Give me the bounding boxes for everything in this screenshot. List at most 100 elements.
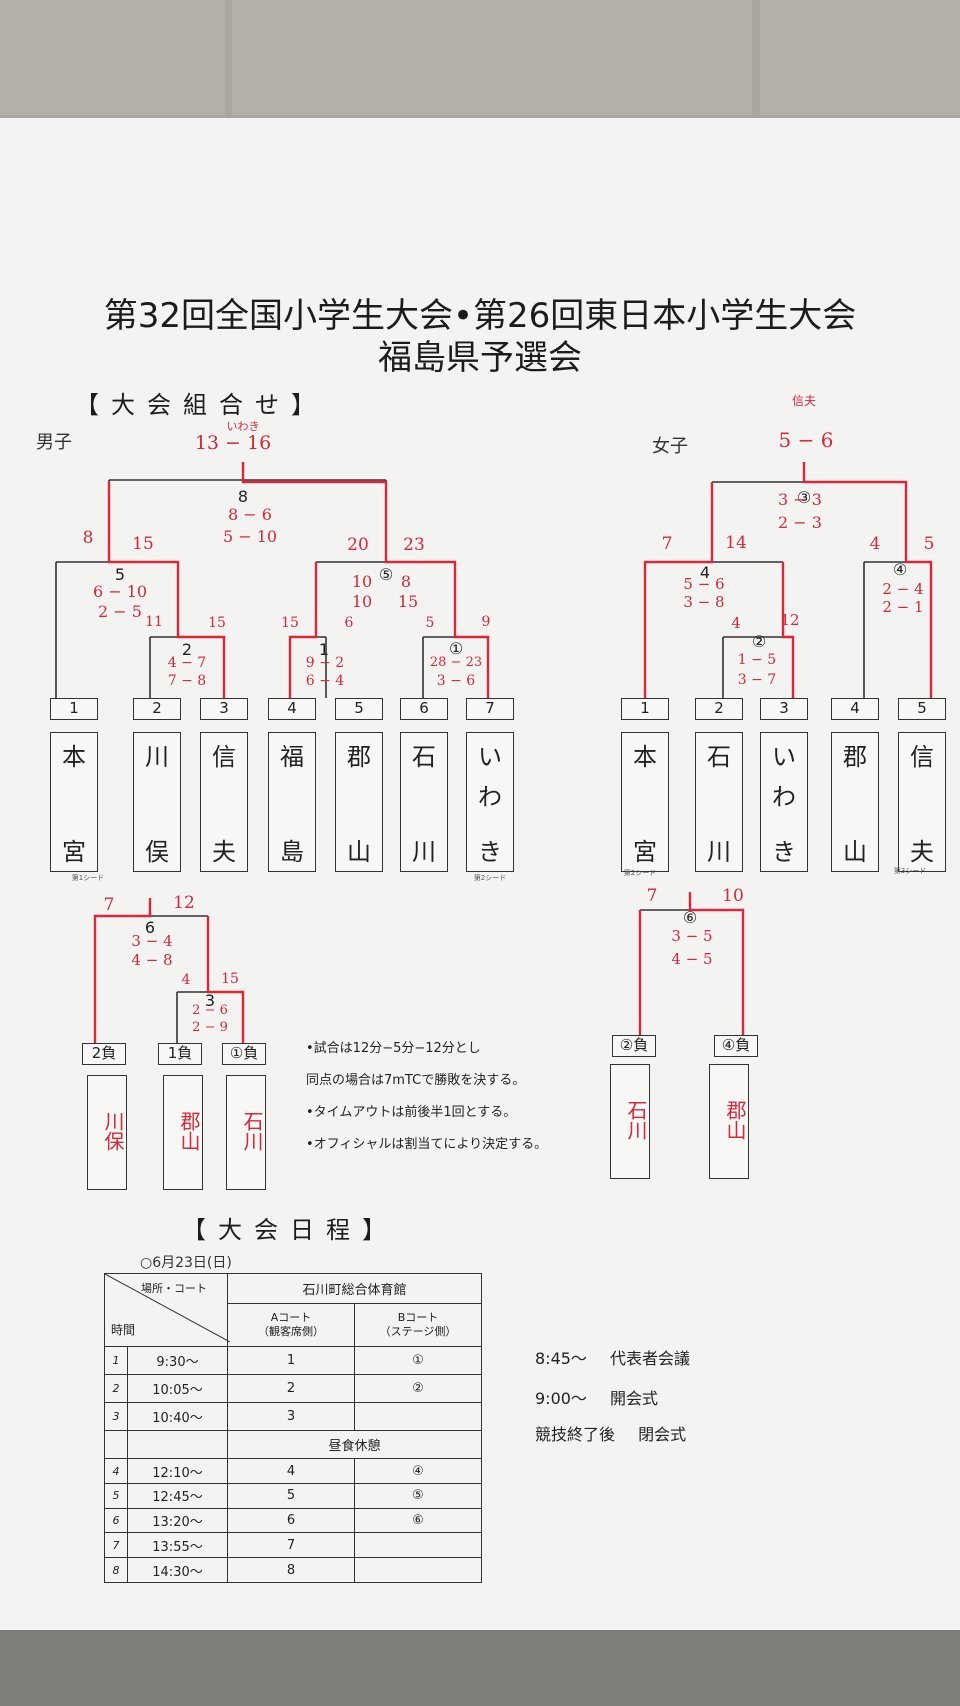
girls-semi-left-half2: 3 − 8 — [683, 593, 725, 611]
team-char-top: 福 — [280, 743, 304, 771]
girls-semi-right-total-r: 5 — [923, 534, 935, 554]
boys-loser-slot-2: 1負 — [158, 1043, 202, 1065]
court-b: Bコート — [397, 1311, 439, 1325]
girls-team-3: い わ き — [760, 732, 808, 872]
girls-loser-slot-2: ④負 — [714, 1035, 758, 1057]
boys-loser-final-number: 6 — [144, 918, 156, 937]
boys-loser-final-half1: 3 − 4 — [131, 932, 173, 950]
boys-slot-6: 6 — [400, 698, 448, 720]
team-char-bottom: 宮 — [62, 838, 86, 866]
schedule-date: ○6月23日(日) — [140, 1255, 232, 1271]
event-time: 8:45〜 — [535, 1349, 587, 1368]
boys-final-total: 13 − 16 — [194, 432, 272, 454]
team-char-top: い — [478, 743, 502, 771]
boys-team-4: 福 島 — [268, 732, 316, 872]
boys-loser-semi-total-l: 4 — [181, 972, 191, 988]
boys-team-7: い わ き — [466, 732, 514, 872]
row-time: 12:10〜 — [127, 1458, 228, 1484]
team-name: 川保 — [101, 1111, 125, 1151]
girls-semi-right-number: ④ — [892, 560, 908, 579]
boys-team-2: 川 俣 — [133, 732, 181, 872]
team-char-top: 信 — [910, 743, 934, 771]
boys-q1-half2: 6 − 4 — [305, 673, 345, 689]
boys-final-half2: 5 − 10 — [222, 527, 278, 546]
rules-note-3: •タイムアウトは前後半1回とする。 — [306, 1105, 517, 1120]
boys-label: 男子 — [36, 432, 72, 453]
row-court-a: 4 — [227, 1458, 355, 1484]
girls-semi-left-half1: 5 − 6 — [683, 575, 725, 593]
row-court-a: 5 — [227, 1482, 355, 1509]
header-corner-cell: 場所・コート 時間 — [104, 1272, 230, 1348]
girls-seed3-label: 第3シード — [893, 867, 927, 875]
boys-semi-left-number: 5 — [114, 565, 126, 584]
event-name: 閉会式 — [638, 1425, 687, 1444]
boys-q2-half1: 4 − 7 — [167, 655, 207, 671]
boys-semi-left-half1: 6 − 10 — [92, 582, 148, 601]
girls-final-total: 5 − 6 — [778, 428, 834, 452]
event-name: 開会式 — [610, 1389, 659, 1408]
boys-q1c-total-r: 9 — [481, 614, 491, 630]
team-name: 郡山 — [177, 1111, 201, 1151]
row-court-b — [354, 1402, 482, 1432]
team-char-top: 信 — [212, 743, 236, 771]
court-b-sub: （ステージ側） — [379, 1325, 457, 1339]
row-no: 6 — [104, 1507, 128, 1534]
boys-loser-semi-half2: 2 − 9 — [192, 1020, 228, 1035]
boys-loser-semi-total-r: 15 — [221, 971, 239, 987]
girls-loser-team-2: 郡山 — [709, 1064, 749, 1179]
boys-semi-left-total-l: 8 — [82, 528, 94, 548]
girls-final-half2: 2 − 3 — [778, 513, 822, 532]
row-no: 8 — [104, 1557, 128, 1583]
girls-semi-right-half2: 2 − 1 — [882, 598, 924, 616]
boys-semi-right-b2: 15 — [397, 592, 419, 611]
boys-q1c-total-l: 5 — [425, 615, 435, 631]
team-char-top: 石 — [412, 743, 436, 771]
row-court-a: 3 — [227, 1402, 355, 1432]
boys-semi-left-half2: 2 − 5 — [98, 602, 142, 621]
boys-semi-right-number: ⑤ — [378, 565, 394, 584]
girls-seed2-label: 第2シード — [623, 869, 657, 877]
boys-loser-team-3: 石川 — [226, 1075, 266, 1190]
girls-team-1: 本 宮 — [621, 732, 669, 872]
schedule-heading: 【大会日程】 — [182, 1216, 398, 1244]
event-time: 9:00〜 — [535, 1389, 587, 1408]
row-court-a: 1 — [227, 1346, 355, 1376]
boys-q2-total-l: 11 — [145, 614, 163, 630]
court-a: Aコート — [270, 1311, 312, 1325]
team-name: 郡山 — [723, 1100, 747, 1140]
row-court-a: 7 — [227, 1532, 355, 1559]
court-b-cell: Bコート（ステージ側） — [354, 1303, 482, 1348]
row-no: 2 — [104, 1374, 128, 1404]
girls-team-4: 郡 山 — [831, 732, 879, 872]
boys-q2-half2: 7 − 8 — [167, 673, 207, 689]
girls-loser-final-half1: 3 − 5 — [671, 927, 713, 945]
row-court-b: ⑥ — [354, 1507, 482, 1534]
girls-loser-final-half2: 4 − 5 — [671, 950, 713, 968]
girls-loser-final-total-r: 10 — [722, 886, 744, 906]
boys-loser-team-2: 郡山 — [163, 1075, 203, 1190]
boys-semi-left-total-r: 15 — [132, 534, 154, 554]
diagonal-divider — [105, 1274, 230, 1342]
boys-q1-half1: 9 − 2 — [305, 655, 345, 671]
girls-loser-final-number: ⑥ — [682, 908, 698, 927]
boys-q1-total-l: 15 — [281, 615, 299, 631]
boys-slot-7: 7 — [466, 698, 514, 720]
girls-q2-number: ② — [751, 632, 767, 651]
wall-tile — [760, 0, 960, 115]
girls-slot-4: 4 — [831, 698, 879, 720]
boys-final-number: 8 — [237, 487, 249, 506]
girls-semi-right-half1: 2 − 4 — [882, 580, 924, 598]
boys-slot-4: 4 — [268, 698, 316, 720]
rules-note-2: 同点の場合は7mTCで勝敗を決する。 — [306, 1073, 526, 1088]
court-a-cell: Aコート（観客席側） — [227, 1303, 355, 1348]
girls-team-2: 石 川 — [695, 732, 743, 872]
boys-q1c-half2: 3 − 6 — [436, 673, 476, 689]
girls-q2-total-r: 12 — [780, 611, 800, 629]
row-court-a: 2 — [227, 1374, 355, 1404]
wall-tile — [0, 0, 225, 115]
team-char-bottom: 山 — [843, 838, 867, 866]
girls-semi-left-total-l: 7 — [661, 534, 673, 554]
row-time: 10:40〜 — [127, 1402, 228, 1432]
floor — [0, 1630, 960, 1706]
